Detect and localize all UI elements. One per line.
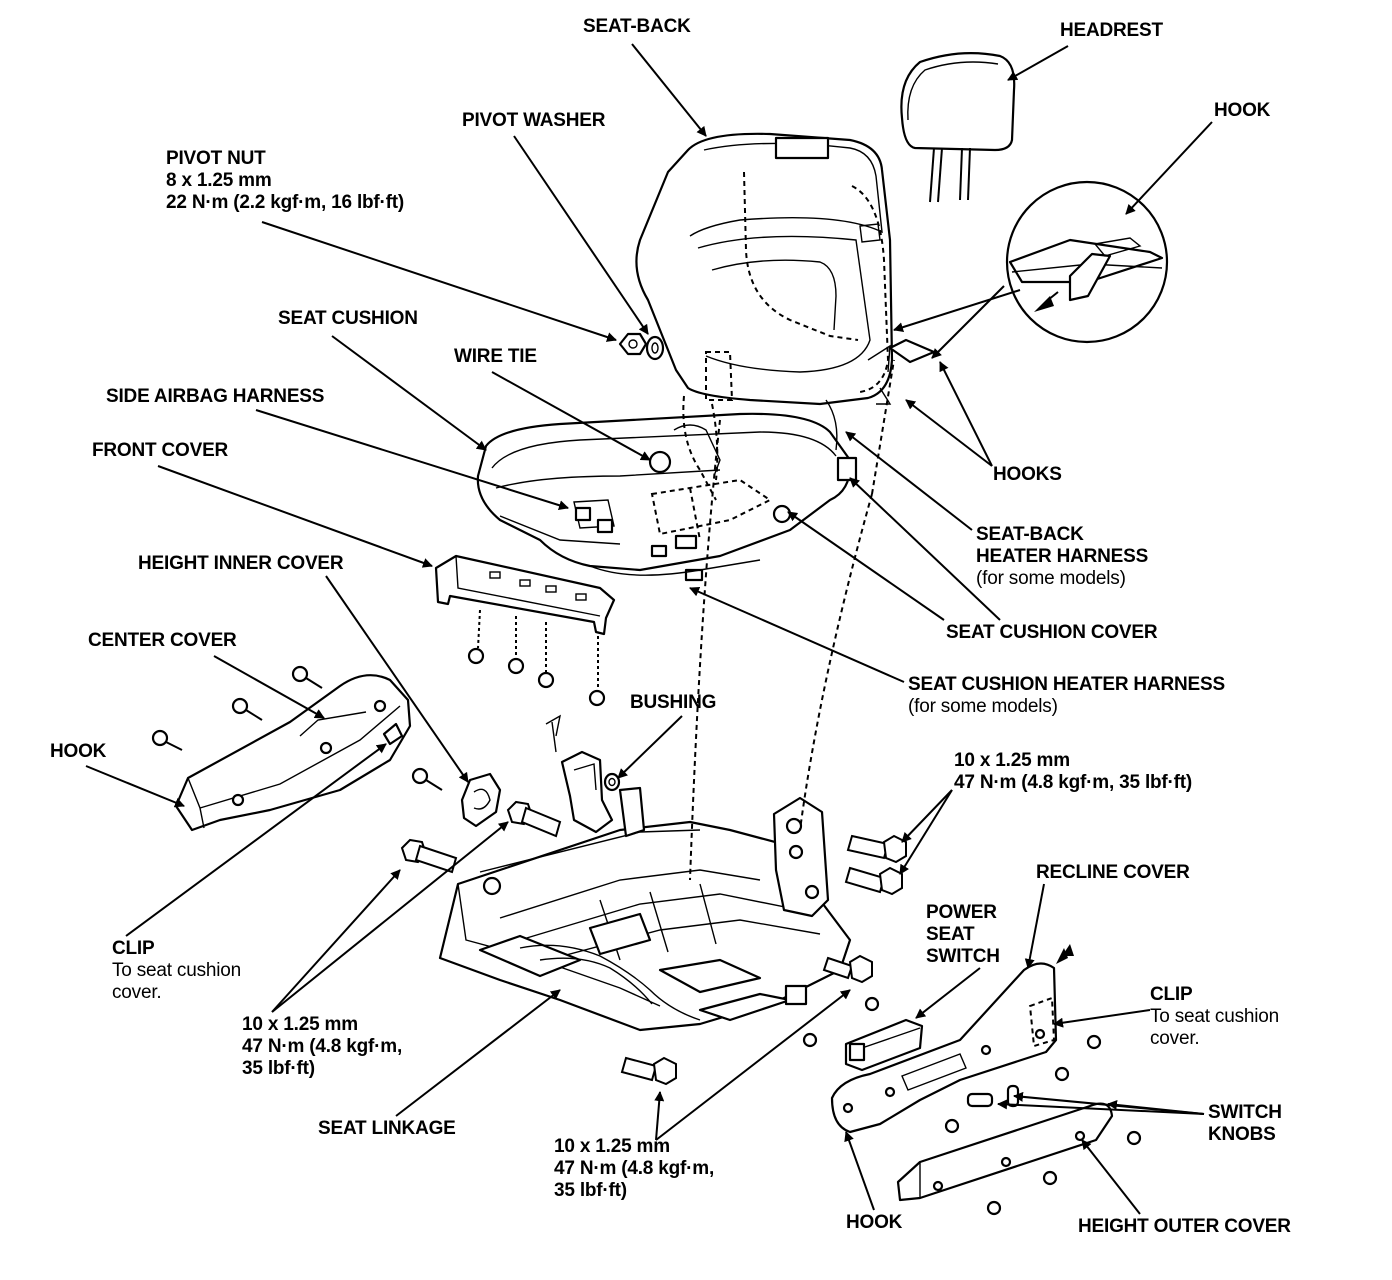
clip-right-line-1: CLIP <box>1150 984 1193 1005</box>
torque-right-top-line-1: 10 x 1.25 mm <box>954 750 1070 771</box>
label-hook-top: HOOK <box>1214 100 1271 121</box>
hook-detail-inset <box>1005 180 1169 344</box>
torque-center-bottom-line-2: 47 N·m (4.8 kgf·m, <box>554 1158 715 1179</box>
label-seat-back-heater-harness: SEAT-BACK HEATER HARNESS (for some model… <box>976 524 1148 590</box>
center-cover-screws <box>151 665 443 791</box>
label-bushing: BUSHING <box>630 692 717 713</box>
switch-knobs-part <box>966 1084 1020 1108</box>
bolt-left-1 <box>400 838 458 874</box>
label-side-airbag-harness: SIDE AIRBAG HARNESS <box>106 386 325 407</box>
label-torque-center-bottom: 10 x 1.25 mm 47 N·m (4.8 kgf·m, 35 lbf·f… <box>554 1136 714 1202</box>
seat-linkage-part <box>438 786 852 1032</box>
recline-screws <box>802 996 1142 1216</box>
seat-belt-buckle-part <box>545 714 614 834</box>
label-hook-bottom: HOOK <box>846 1212 903 1233</box>
label-center-cover: CENTER COVER <box>88 630 237 651</box>
clip-left-line-3: cover. <box>112 982 162 1003</box>
clip-left-line-1: CLIP <box>112 938 155 959</box>
clip-left-line-2: To seat cushion <box>112 960 242 981</box>
label-hooks: HOOKS <box>993 464 1062 485</box>
label-pivot-nut: PIVOT NUT 8 x 1.25 mm 22 N·m (2.2 kgf·m,… <box>166 148 404 214</box>
clip-right-line-3: cover. <box>1150 1028 1200 1049</box>
bolt-left-2 <box>506 800 562 838</box>
pivot-nut-line-3: 22 N·m (2.2 kgf·m, 16 lbf·ft) <box>166 192 405 213</box>
clip-right-line-2: To seat cushion <box>1150 1006 1280 1027</box>
label-clip-right: CLIP To seat cushion cover. <box>1150 984 1279 1050</box>
label-height-inner-cover: HEIGHT INNER COVER <box>138 553 344 574</box>
label-seat-cushion: SEAT CUSHION <box>278 308 418 329</box>
label-seat-cushion-heater-harness: SEAT CUSHION HEATER HARNESS (for some mo… <box>908 674 1225 718</box>
torque-left-bottom-line-1: 10 x 1.25 mm <box>242 1014 358 1035</box>
label-power-seat-switch: POWER SEAT SWITCH <box>926 902 1000 968</box>
label-front-cover: FRONT COVER <box>92 440 229 461</box>
bolt-right-2 <box>844 866 903 896</box>
power-seat-switch-part <box>844 1018 924 1072</box>
pivot-washer-part <box>645 335 665 361</box>
label-clip-left: CLIP To seat cushion cover. <box>112 938 241 1004</box>
label-hook-left: HOOK <box>50 741 107 762</box>
label-switch-knobs: SWITCH KNOBS <box>1208 1102 1282 1146</box>
power-seat-switch-line-1: POWER <box>926 902 997 923</box>
torque-right-top-line-2: 47 N·m (4.8 kgf·m, 35 lbf·ft) <box>954 772 1193 793</box>
seat-cushion-heater-line-2: (for some models) <box>908 696 1058 717</box>
label-torque-left-bottom: 10 x 1.25 mm 47 N·m (4.8 kgf·m, 35 lbf·f… <box>242 1014 402 1080</box>
pivot-nut-line-2: 8 x 1.25 mm <box>166 170 272 191</box>
seat-back-heater-line-2: HEATER HARNESS <box>976 546 1149 567</box>
seat-back-heater-line-1: SEAT-BACK <box>976 524 1084 545</box>
label-pivot-washer: PIVOT WASHER <box>462 110 606 131</box>
switch-knobs-line-1: SWITCH <box>1208 1102 1282 1123</box>
bolt-center-bottom <box>620 1056 677 1086</box>
seat-cushion-heater-line-1: SEAT CUSHION HEATER HARNESS <box>908 674 1225 695</box>
switch-knobs-line-2: KNOBS <box>1208 1124 1276 1145</box>
pivot-nut-line-1: PIVOT NUT <box>166 148 266 169</box>
label-wire-tie: WIRE TIE <box>454 346 537 367</box>
seat-back-heater-line-3: (for some models) <box>976 568 1126 589</box>
seat-cushion-part <box>476 395 858 582</box>
torque-left-bottom-line-3: 35 lbf·ft) <box>242 1058 315 1079</box>
front-cover-part <box>434 554 616 636</box>
label-seat-cushion-cover: SEAT CUSHION COVER <box>946 622 1158 643</box>
recline-cover-part <box>830 944 1074 1134</box>
headrest-part <box>900 52 1016 203</box>
bolt-center-1 <box>822 954 873 984</box>
power-seat-switch-line-3: SWITCH <box>926 946 1000 967</box>
torque-left-bottom-line-2: 47 N·m (4.8 kgf·m, <box>242 1036 403 1057</box>
height-inner-cover-part <box>460 772 502 828</box>
center-cover-part <box>174 674 412 832</box>
label-seat-linkage: SEAT LINKAGE <box>318 1118 456 1139</box>
pivot-nut-part <box>618 332 648 356</box>
guide-lines <box>689 359 895 881</box>
power-seat-switch-line-2: SEAT <box>926 924 975 945</box>
seat-back-part <box>635 132 936 406</box>
label-recline-cover: RECLINE COVER <box>1036 862 1190 883</box>
leader-lines <box>85 43 1213 1215</box>
label-torque-right-top: 10 x 1.25 mm 47 N·m (4.8 kgf·m, 35 lbf·f… <box>954 750 1192 794</box>
torque-center-bottom-line-3: 35 lbf·ft) <box>554 1180 627 1201</box>
torque-center-bottom-line-1: 10 x 1.25 mm <box>554 1136 670 1157</box>
label-headrest: HEADREST <box>1060 20 1163 41</box>
bolt-right-1 <box>846 834 907 864</box>
bushing-part <box>603 772 621 792</box>
height-outer-cover-part <box>896 1102 1114 1202</box>
label-height-outer-cover: HEIGHT OUTER COVER <box>1078 1216 1291 1237</box>
label-seat-back: SEAT-BACK <box>583 16 691 37</box>
front-cover-clips <box>467 609 606 707</box>
